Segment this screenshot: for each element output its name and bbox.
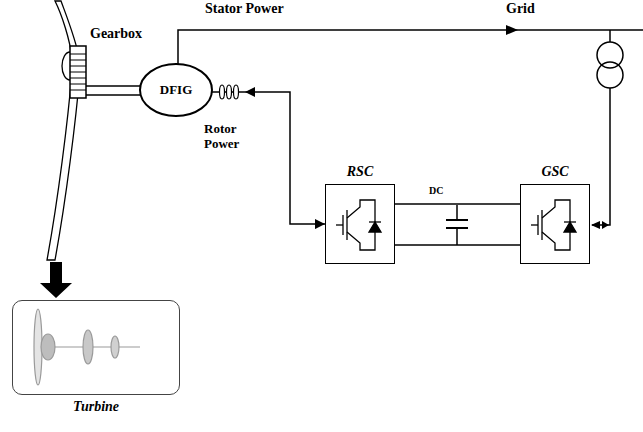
slip-ring (220, 85, 225, 99)
converter-box: RSC (325, 164, 395, 264)
generator-node: DFIG (138, 62, 245, 118)
generator-outline (140, 64, 212, 116)
connector-label: DC (428, 185, 444, 197)
grid-label: Grid (506, 1, 535, 17)
gearbox-symbol (70, 46, 86, 98)
power-flow-arrow (602, 221, 609, 229)
slip-ring (227, 85, 232, 99)
grid-side-line (592, 88, 610, 225)
gearbox-teeth (70, 54, 86, 90)
flow-label: Stator Power (205, 1, 284, 17)
transformer-lead (609, 30, 611, 42)
zoom-arrow (40, 262, 72, 298)
power-flow-arrow (506, 25, 518, 35)
turbine-inset: Turbine (12, 300, 180, 415)
turbine-inset-outline (12, 300, 180, 395)
slip-ring (234, 85, 239, 99)
transformer-winding (597, 62, 623, 88)
converter-box-outline (325, 184, 395, 264)
generator-label: DFIG (160, 82, 193, 98)
drive-shaft (86, 86, 141, 95)
node-heading: Turbine (73, 399, 119, 415)
connector-label: Rotor Power (203, 122, 255, 152)
transformer-winding (597, 42, 623, 68)
igbt-symbol (531, 200, 576, 250)
connector (245, 92, 325, 224)
stator-power-line (178, 30, 643, 64)
converter-box-outline (520, 184, 590, 264)
turbine-blade (47, 72, 80, 260)
turbine-inset-picture (34, 309, 140, 385)
converter-box: GSC (520, 164, 590, 264)
igbt-symbol (336, 200, 381, 250)
part-label: Gearbox (90, 26, 142, 42)
node-heading: RSC (347, 164, 373, 180)
dc-capacitor (446, 205, 468, 245)
connector (395, 203, 520, 205)
power-flow-arrow (591, 221, 600, 229)
node-heading: GSC (541, 164, 568, 180)
generator-label-holder: DFIG (140, 62, 212, 118)
